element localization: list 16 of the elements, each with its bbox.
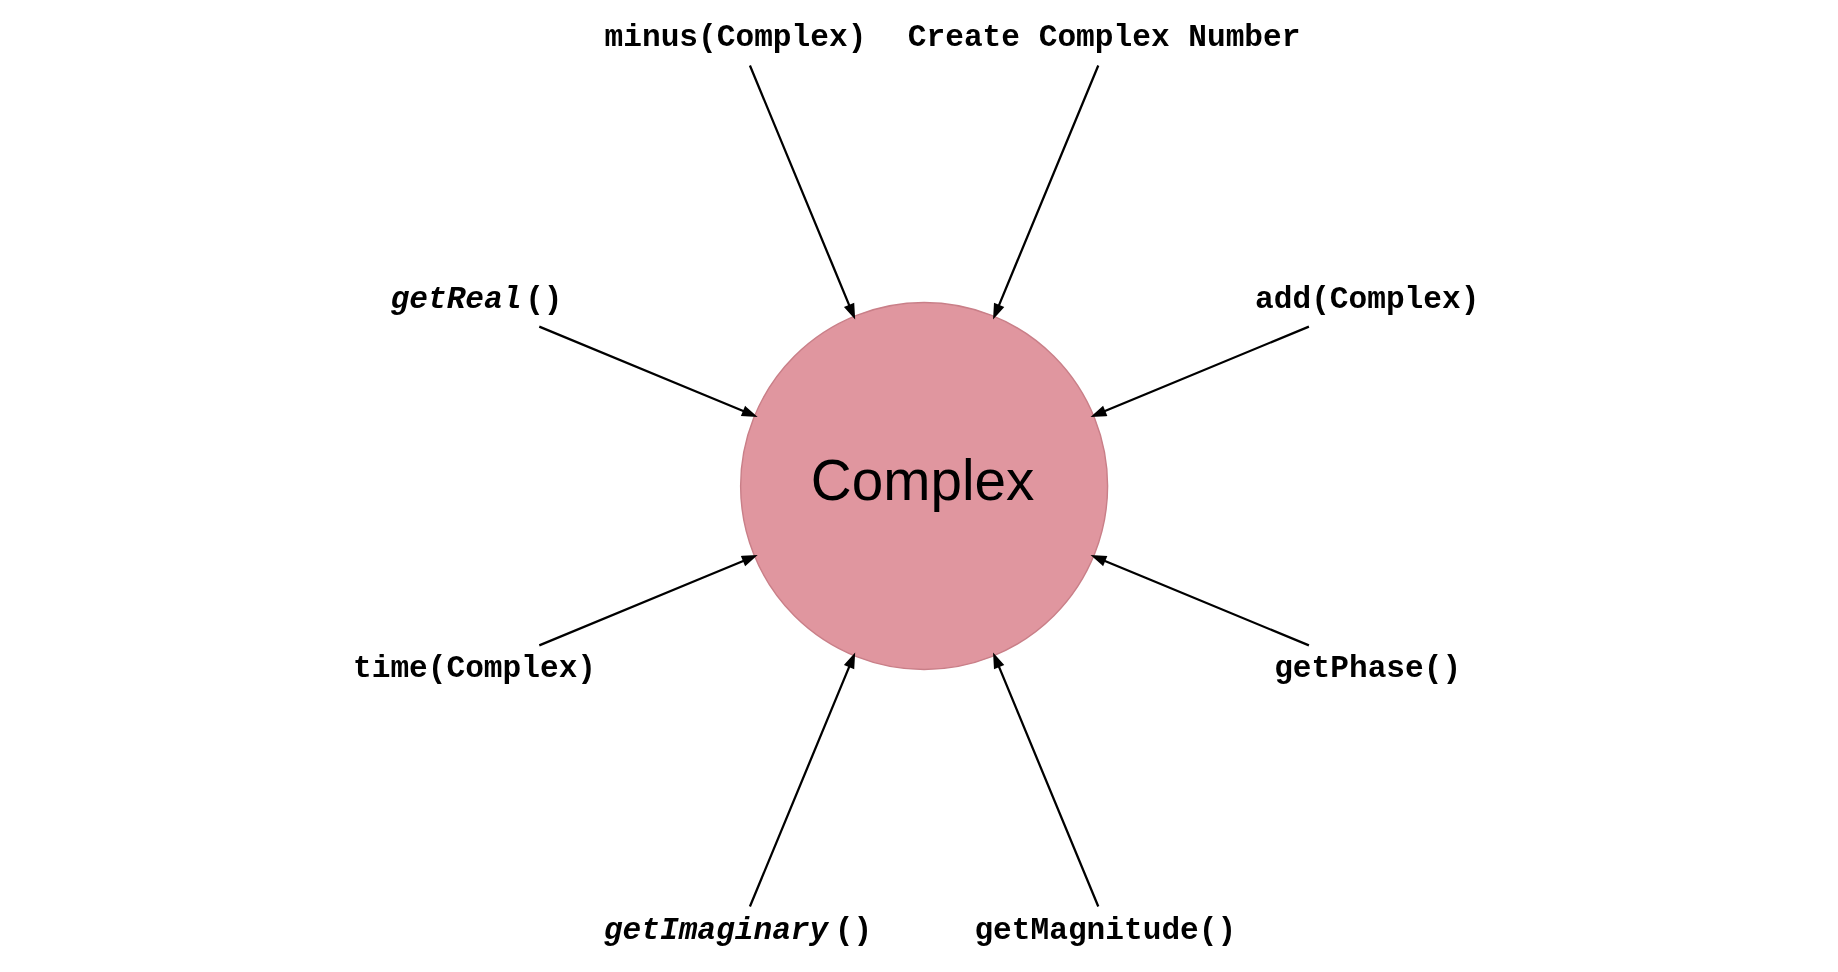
arrow [748, 65, 855, 320]
arrow [1090, 325, 1309, 418]
arrow [748, 652, 855, 907]
arrow [538, 325, 758, 418]
node-text: getMagnitude() [973, 912, 1236, 948]
arrow [992, 65, 1099, 320]
node-text: time(Complex) [352, 651, 596, 687]
node-text: getReal() [390, 281, 563, 317]
node-text: Create Complex Number [907, 20, 1300, 56]
node-text: minus(Complex) [604, 20, 866, 56]
node-text: add(Complex) [1254, 281, 1479, 317]
node-text: getPhase() [1273, 651, 1461, 687]
node-text: getImaginary() [603, 912, 872, 948]
arrow [1090, 554, 1309, 647]
arrow [992, 652, 1099, 907]
arrow [538, 554, 758, 647]
